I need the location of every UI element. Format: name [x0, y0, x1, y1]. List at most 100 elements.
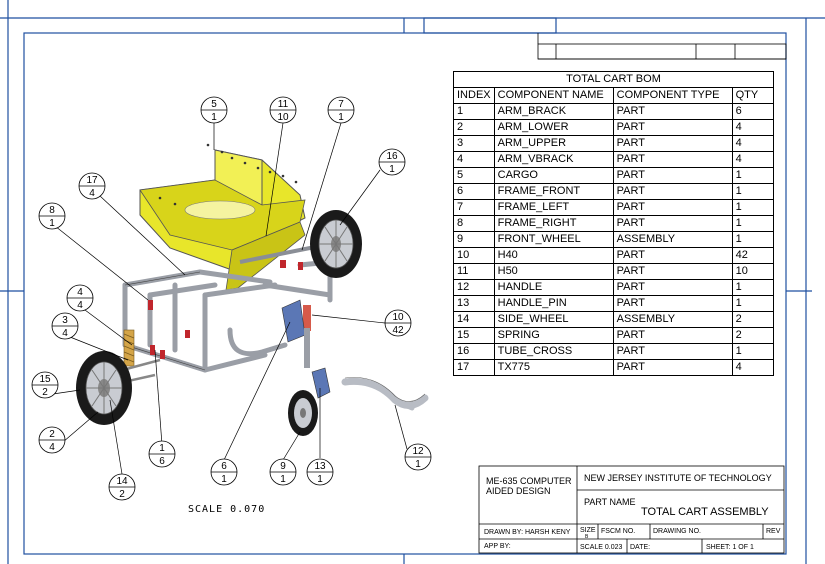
bom-cell-component-type: PART	[612, 327, 733, 344]
bom-cell-component-type: PART	[612, 151, 733, 168]
bom-cell-component-name: SIDE_WHEEL	[493, 311, 614, 328]
bom-cell-qty: 1	[731, 231, 775, 248]
balloon-leaders	[52, 122, 408, 475]
balloon-index: 6	[221, 461, 227, 472]
bom-cell-index: 7	[453, 199, 495, 216]
balloon-7: 71	[327, 96, 355, 124]
bom-cell-index: 4	[453, 151, 495, 168]
bom-header-component-name: COMPONENT NAME	[493, 87, 614, 104]
balloon-13: 131	[306, 458, 334, 486]
balloon-index: 14	[116, 476, 128, 487]
bom-cell-component-type: PART	[612, 279, 733, 296]
bom-cell-qty: 1	[731, 199, 775, 216]
bom-header-row: INDEX COMPONENT NAME COMPONENT TYPE QTY	[453, 87, 775, 104]
red-brackets	[148, 260, 303, 359]
part-name-label: PART NAME	[584, 497, 636, 507]
balloon-17: 174	[78, 172, 106, 200]
bom-cell-qty: 10	[731, 263, 775, 280]
handle	[341, 377, 429, 411]
bom-cell-component-name: HANDLE	[493, 279, 614, 296]
balloon-15: 152	[31, 371, 59, 399]
balloon-qty: 1	[221, 474, 227, 485]
drawn-by: DRAWN BY: HARSH KENY	[484, 529, 571, 536]
balloon-3: 34	[51, 312, 79, 340]
balloon-qty: 1	[280, 474, 286, 485]
bom-cell-component-name: FRAME_LEFT	[493, 199, 614, 216]
bom-cell-qty: 42	[731, 247, 775, 264]
balloon-qty: 4	[89, 188, 95, 199]
balloon-1: 16	[148, 440, 176, 468]
bom-cell-component-name: ARM_UPPER	[493, 135, 614, 152]
bom-cell-index: 17	[453, 359, 495, 376]
bom-cell-component-name: CARGO	[493, 167, 614, 184]
bom-cell-component-name: ARM_LOWER	[493, 119, 614, 136]
balloon-index: 5	[211, 99, 217, 110]
bom-cell-component-name: FRONT_WHEEL	[493, 231, 614, 248]
balloon-2: 24	[38, 426, 66, 454]
bolts	[158, 143, 298, 206]
bom-cell-index: 10	[453, 247, 495, 264]
balloon-index: 2	[49, 429, 55, 440]
balloon-8: 81	[38, 202, 66, 230]
bom-cell-index: 5	[453, 167, 495, 184]
balloon-qty: 1	[49, 218, 55, 229]
bom-cell-component-type: ASSEMBLY	[612, 231, 733, 248]
bom-cell-component-type: PART	[612, 343, 733, 360]
bom-cell-component-name: FRAME_FRONT	[493, 183, 614, 200]
bom-cell-qty: 6	[731, 103, 775, 120]
bom-header-qty: QTY	[731, 87, 775, 104]
sheet-number: SHEET: 1 OF 1	[706, 544, 754, 551]
bom-cell-qty: 4	[731, 119, 775, 136]
bom-cell-index: 16	[453, 343, 495, 360]
balloon-16: 161	[378, 148, 406, 176]
balloon-9: 91	[269, 458, 297, 486]
bom-cell-qty: 4	[731, 135, 775, 152]
bom-cell-qty: 1	[731, 279, 775, 296]
balloon-5: 51	[200, 96, 228, 124]
balloon-qty: 1	[211, 112, 217, 123]
bom-cell-qty: 1	[731, 183, 775, 200]
balloon-index: 4	[77, 287, 83, 298]
balloon-qty: 4	[62, 328, 68, 339]
revision-block	[537, 33, 787, 60]
balloon-index: 16	[386, 151, 398, 162]
bom-cell-qty: 4	[731, 359, 775, 376]
bom-cell-qty: 1	[731, 343, 775, 360]
bom-cell-component-name: SPRING	[493, 327, 614, 344]
bom-cell-component-type: PART	[612, 247, 733, 264]
bom-cell-component-type: PART	[612, 215, 733, 232]
bom-cell-component-type: PART	[612, 135, 733, 152]
course-name: ME-635 COMPUTER	[486, 476, 572, 486]
bom-cell-index: 12	[453, 279, 495, 296]
title-block-lines	[478, 465, 785, 554]
bom-cell-component-type: PART	[612, 183, 733, 200]
assembly-illustration	[76, 143, 429, 436]
bom-cell-index: 14	[453, 311, 495, 328]
bom-cell-component-type: PART	[612, 167, 733, 184]
balloon-qty: 10	[277, 112, 289, 123]
balloon-12: 121	[404, 443, 432, 471]
bom-cell-component-type: PART	[612, 263, 733, 280]
balloon-index: 7	[338, 99, 344, 110]
balloon-qty: 2	[119, 489, 125, 500]
balloon-qty: 1	[317, 474, 323, 485]
side-wheel-right	[310, 210, 362, 278]
balloon-qty: 1	[389, 164, 395, 175]
part-name: TOTAL CART ASSEMBLY	[641, 506, 769, 518]
bom-cell-index: 1	[453, 103, 495, 120]
bom-cell-component-name: HANDLE_PIN	[493, 295, 614, 312]
handle-outline	[344, 377, 426, 402]
